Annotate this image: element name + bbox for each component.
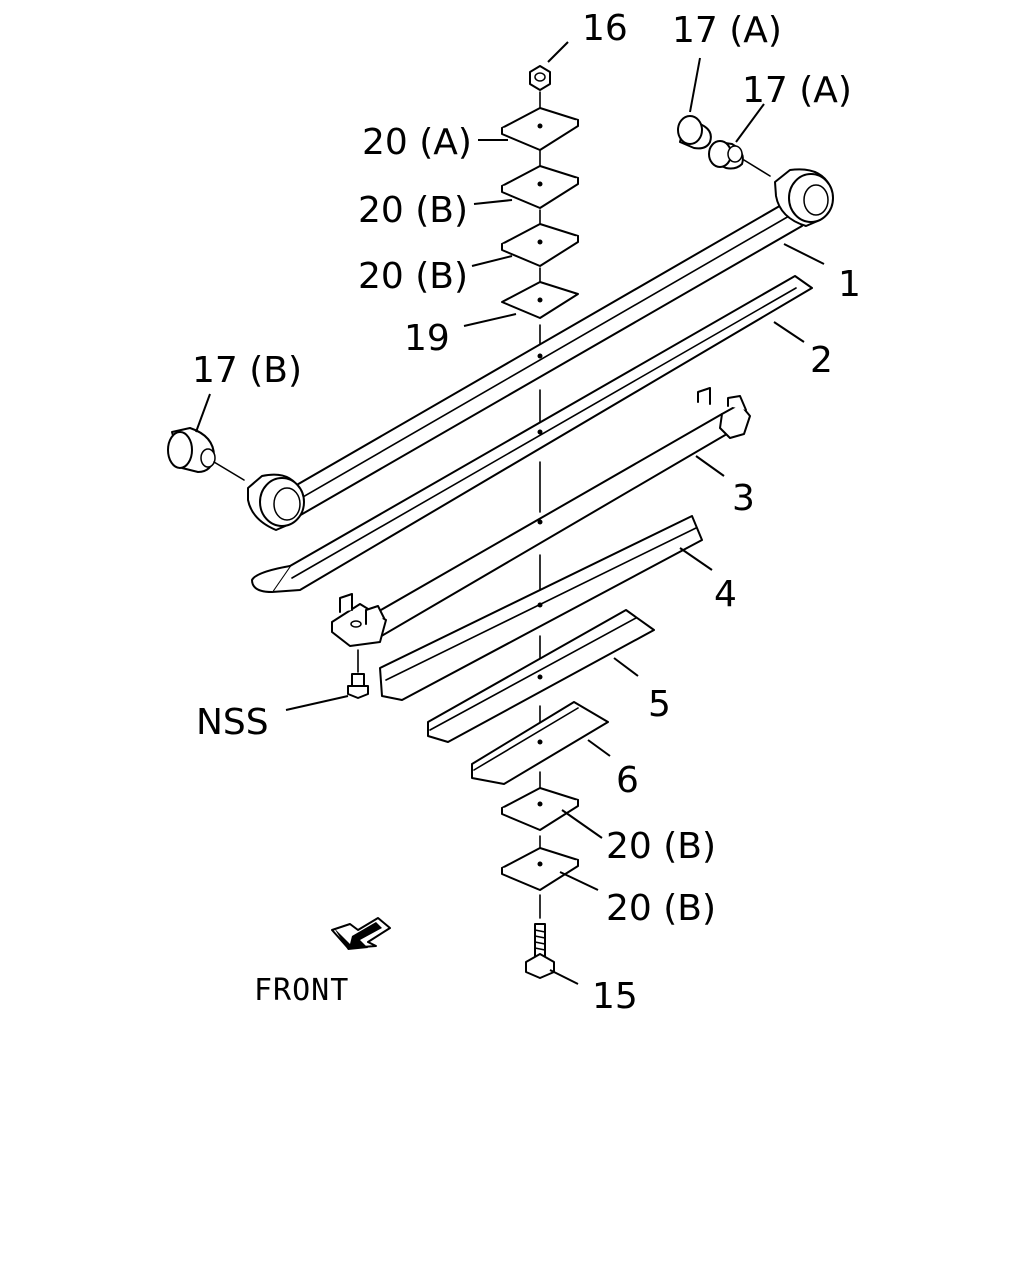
plate-20b-upper-2 [501,223,579,267]
leaf-4 [379,515,703,701]
callout-labels: 16 17 (A) 17 (A) 20 (A) 20 (B) 20 (B) 19… [192,8,861,1017]
label-front: FRONT [254,973,349,1008]
leaf-3-with-clips [331,387,751,647]
label-2: 2 [810,340,833,381]
label-17a-2: 17 (A) [742,70,852,111]
leaf-6 [471,701,609,785]
leader-lines [195,41,825,985]
label-15: 15 [592,976,638,1017]
center-bolt-15 [525,923,555,979]
bush-17b [167,427,245,481]
bolt-nss [347,649,369,699]
label-nss: NSS [196,702,269,743]
plate-20a [501,107,579,151]
label-3: 3 [732,478,755,519]
bush-17a-1 [677,115,712,150]
label-6: 6 [616,760,639,801]
front-arrow-icon [331,917,391,950]
plate-20b-lower-1 [501,787,579,831]
label-20b-4: 20 (B) [606,888,716,929]
label-5: 5 [648,684,671,725]
label-20b-3: 20 (B) [606,826,716,867]
label-4: 4 [714,574,737,615]
label-20a: 20 (A) [362,122,472,163]
label-16: 16 [582,8,628,49]
label-19: 19 [404,318,450,359]
leaf-5 [427,609,655,743]
main-leaf-1 [247,168,834,531]
label-20b-1: 20 (B) [358,190,468,231]
plate-20b-lower-2 [501,847,579,891]
plate-19 [501,281,579,319]
leaf-2 [251,275,813,593]
label-1: 1 [838,264,861,305]
label-17a-1: 17 (A) [672,10,782,51]
label-17b: 17 (B) [192,350,302,391]
bush-17a-2 [708,140,771,177]
label-20b-2: 20 (B) [358,256,468,297]
nut-16 [529,65,551,91]
plate-20b-upper-1 [501,165,579,209]
